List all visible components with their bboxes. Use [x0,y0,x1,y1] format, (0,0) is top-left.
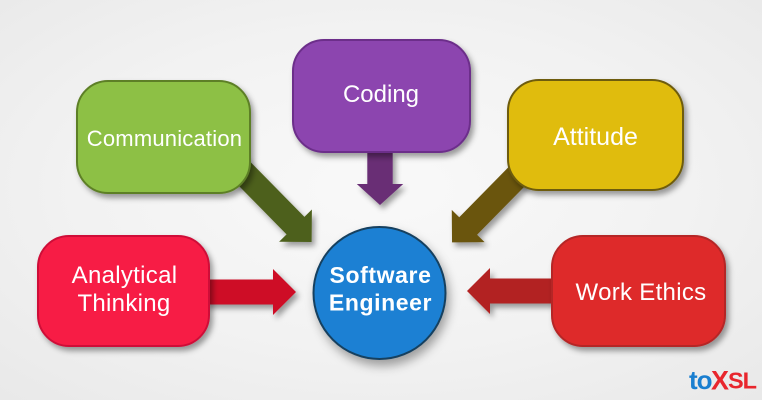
svg-text:SL: SL [728,368,757,394]
svg-text:Work Ethics: Work Ethics [576,279,707,306]
svg-text:to: to [689,365,712,395]
svg-text:Thinking: Thinking [77,290,170,317]
svg-text:Coding: Coding [343,81,419,108]
svg-text:X: X [711,366,729,396]
svg-text:Communication: Communication [87,126,242,151]
svg-text:Software: Software [330,262,432,288]
svg-text:Attitude: Attitude [553,123,638,151]
svg-text:Analytical: Analytical [72,262,178,289]
svg-text:Engineer: Engineer [329,290,432,316]
